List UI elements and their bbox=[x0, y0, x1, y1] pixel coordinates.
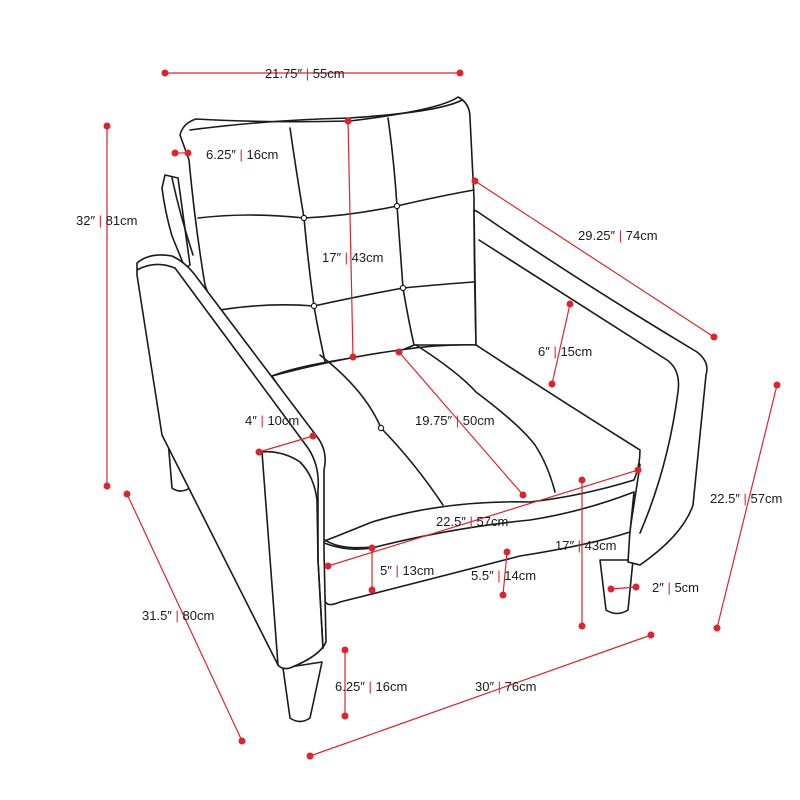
rear-right-leg bbox=[599, 559, 634, 615]
dimension-lines bbox=[103, 69, 781, 760]
label-seat-height: 17″ | 43cm bbox=[555, 538, 616, 553]
label-arm-width: 4″ | 10cm bbox=[245, 413, 299, 428]
label-seat-depth: 19.75″ | 50cm bbox=[415, 413, 495, 428]
label-overall-length: 30″ | 76cm bbox=[475, 679, 536, 694]
seat-cushion bbox=[271, 344, 641, 543]
seat-base bbox=[321, 491, 635, 606]
label-seat-width: 22.5″ | 57cm bbox=[436, 514, 508, 529]
label-arm-height: 6″ | 15cm bbox=[538, 344, 592, 359]
label-back-top: 6.25″ | 16cm bbox=[206, 147, 278, 162]
label-leg-height: 6.25″ | 16cm bbox=[335, 679, 407, 694]
right-arm bbox=[473, 209, 708, 566]
front-leg bbox=[282, 661, 323, 723]
label-base-front: 5.5″ | 14cm bbox=[471, 568, 536, 583]
label-overall-depth: 31.5″ | 80cm bbox=[142, 608, 214, 623]
label-back-height: 17″ | 43cm bbox=[322, 250, 383, 265]
label-leg-back: 2″ | 5cm bbox=[652, 580, 699, 595]
dimension-labels: 21.75″ | 55cm 6.25″ | 16cm 32″ | 81cm 17… bbox=[76, 66, 782, 694]
label-overall-height: 32″ | 81cm bbox=[76, 213, 137, 228]
label-arm-length: 29.25″ | 74cm bbox=[578, 228, 658, 243]
back-frame bbox=[161, 174, 191, 269]
label-overall-width: 21.75″ | 55cm bbox=[265, 66, 345, 81]
label-cushion-front: 5″ | 13cm bbox=[380, 563, 434, 578]
label-arm-floor: 22.5″ | 57cm bbox=[710, 491, 782, 506]
left-arm bbox=[136, 254, 327, 670]
armchair-drawing bbox=[136, 96, 708, 723]
